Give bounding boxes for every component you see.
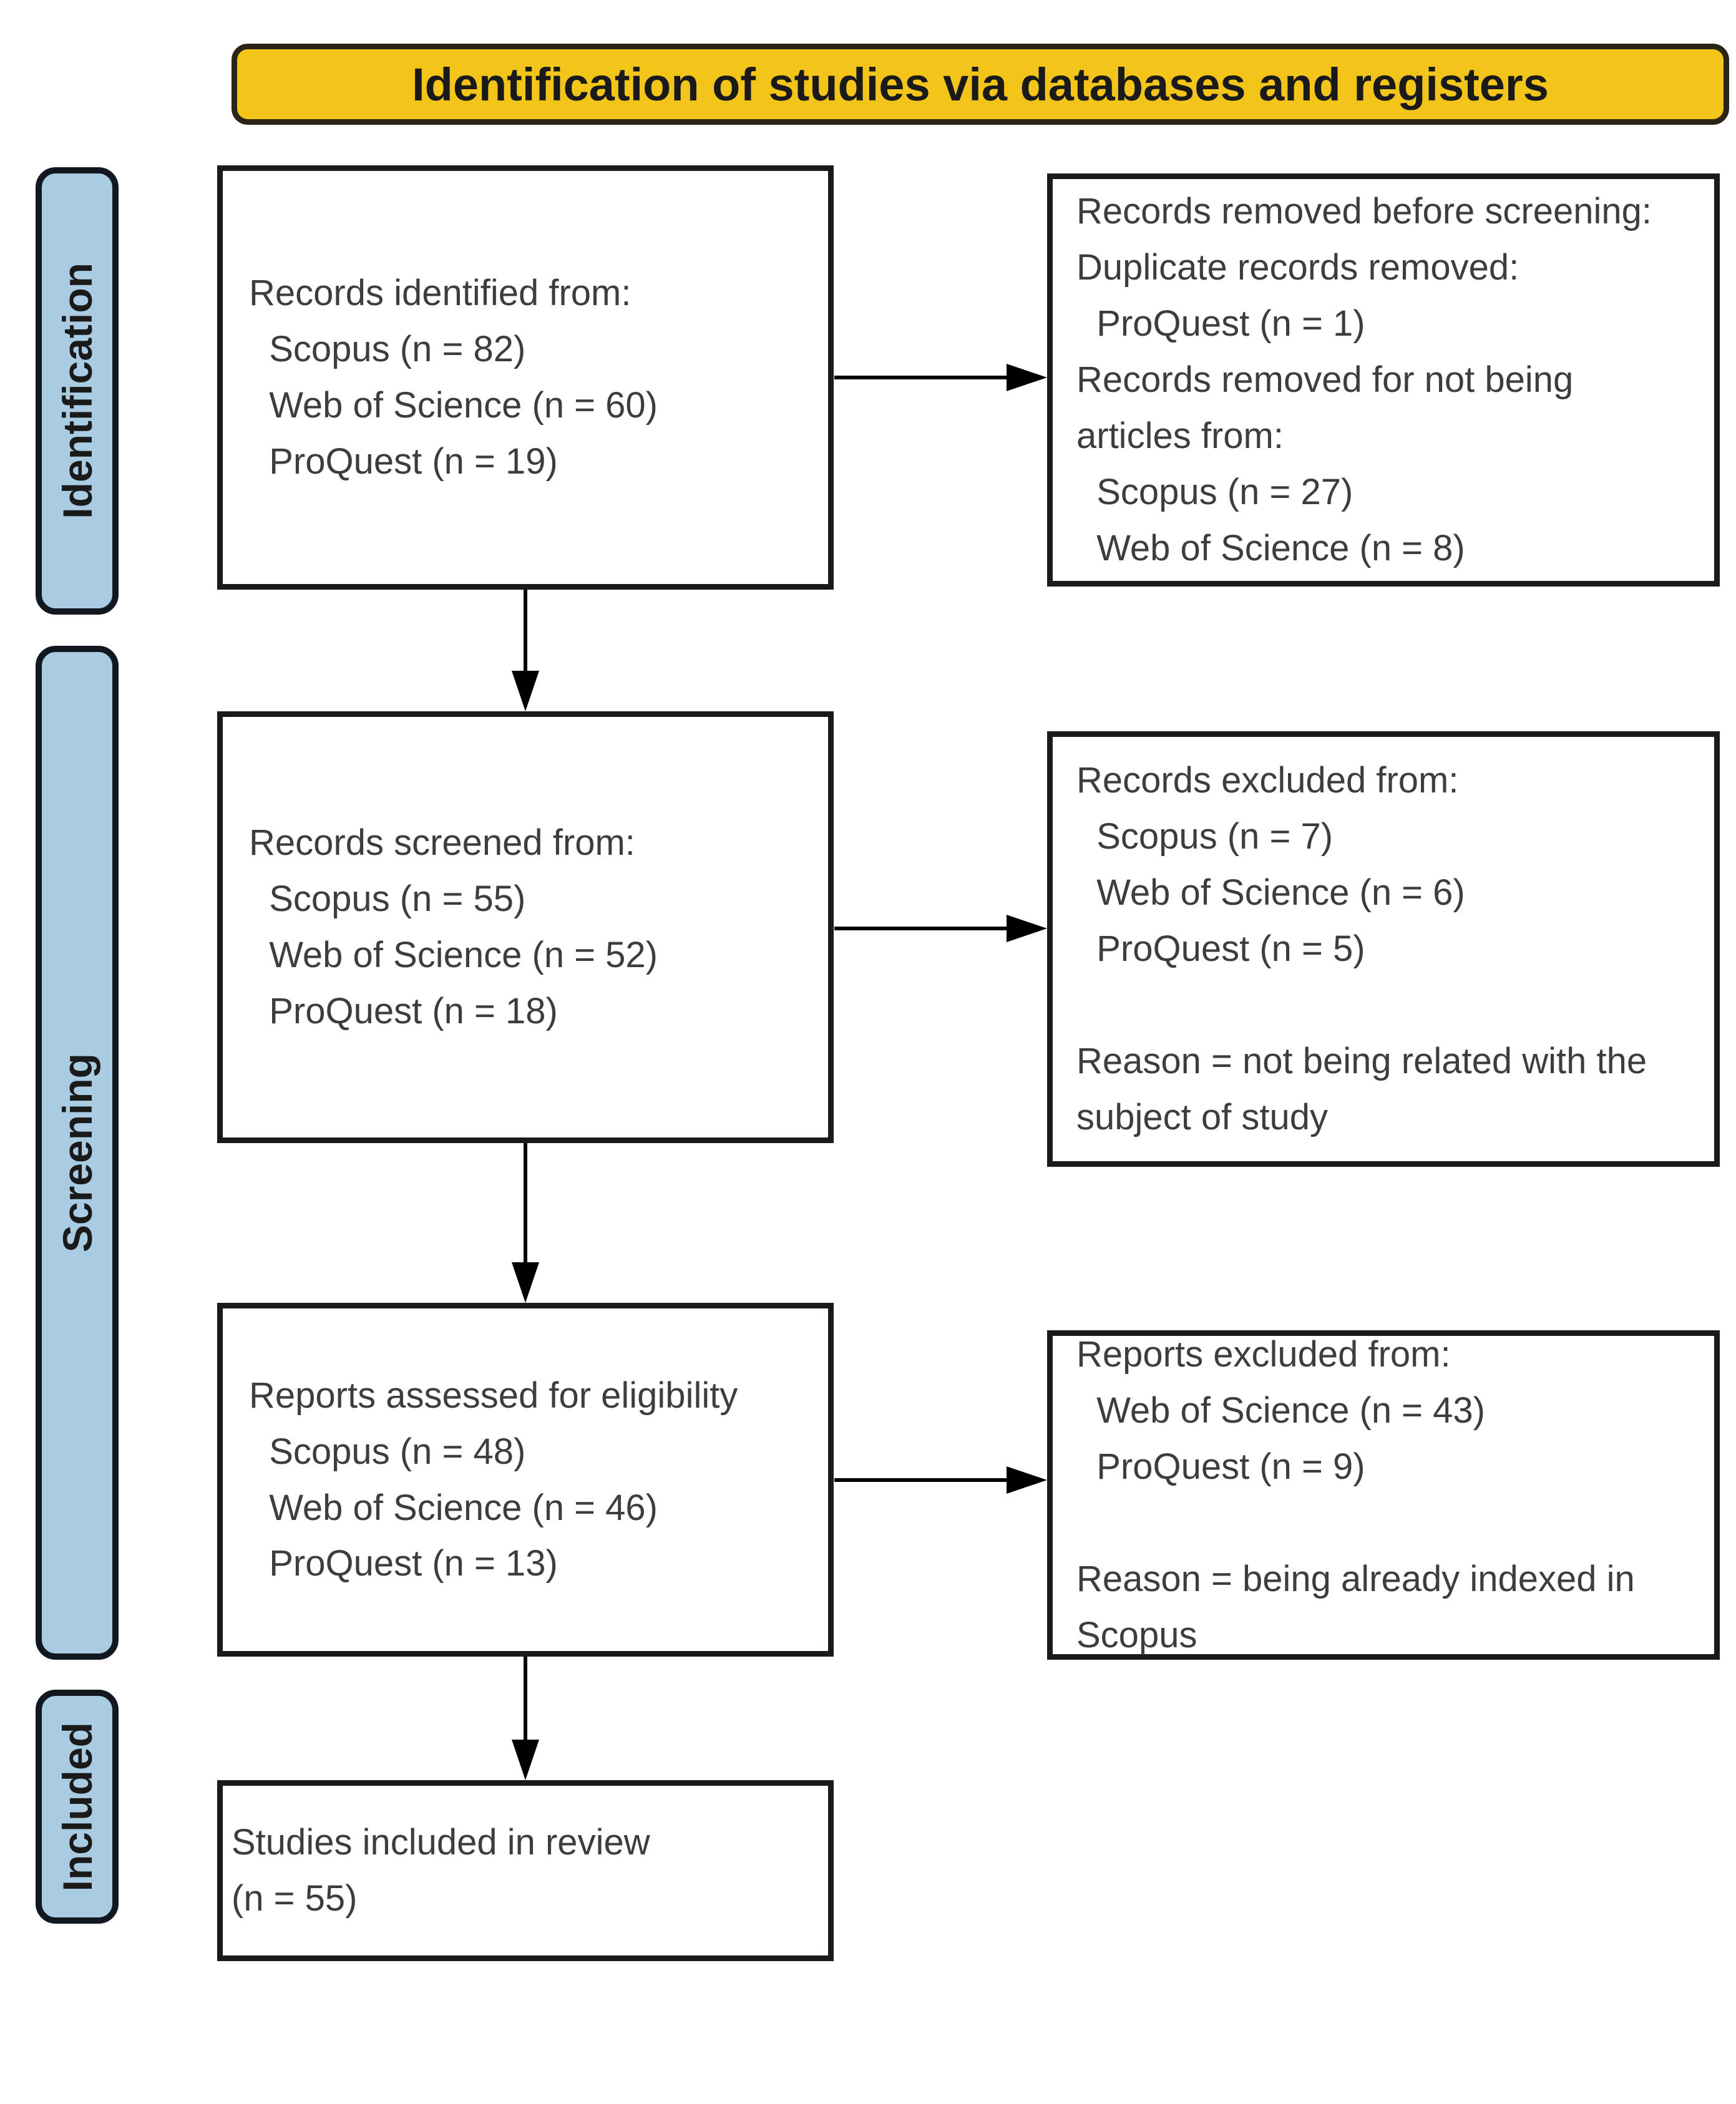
stage-label-identification: Identification bbox=[36, 167, 119, 615]
arrow-identified-to-screened-icon bbox=[524, 590, 527, 671]
arrow-screened-to-excluded-icon bbox=[834, 927, 1007, 930]
reports-assessed-box: Reports assessed for eligibility Scopus … bbox=[217, 1303, 834, 1657]
reports-assessed-text: Reports assessed for eligibility Scopus … bbox=[249, 1375, 738, 1584]
arrow-assessed-to-reports-excluded-icon bbox=[834, 1478, 1007, 1482]
records-removed-text: Records removed before screening: Duplic… bbox=[1076, 191, 1652, 568]
stage-label-included: Included bbox=[36, 1690, 119, 1924]
studies-included-text: Studies included in review (n = 55) bbox=[232, 1822, 650, 1919]
arrow-assessed-to-included-icon bbox=[524, 1657, 527, 1740]
records-identified-text: Records identified from: Scopus (n = 82)… bbox=[249, 273, 658, 482]
records-excluded-text: Records excluded from: Scopus (n = 7) We… bbox=[1076, 760, 1647, 1137]
records-removed-box: Records removed before screening: Duplic… bbox=[1047, 173, 1720, 587]
records-screened-text: Records screened from: Scopus (n = 55) W… bbox=[249, 822, 658, 1031]
arrow-screened-to-assessed-icon bbox=[524, 1143, 527, 1262]
records-excluded-box: Records excluded from: Scopus (n = 7) We… bbox=[1047, 731, 1720, 1167]
stage-label-identification-text: Identification bbox=[54, 263, 100, 519]
records-screened-box: Records screened from: Scopus (n = 55) W… bbox=[217, 711, 834, 1143]
flow-title-banner: Identification of studies via databases … bbox=[232, 44, 1729, 125]
reports-excluded-box: Reports excluded from: Web of Science (n… bbox=[1047, 1330, 1720, 1660]
stage-label-included-text: Included bbox=[54, 1722, 100, 1892]
stage-label-screening-text: Screening bbox=[54, 1053, 100, 1253]
arrow-identified-to-removed-icon bbox=[834, 376, 1007, 379]
studies-included-box: Studies included in review (n = 55) bbox=[217, 1780, 834, 1961]
flow-title: Identification of studies via databases … bbox=[412, 58, 1549, 110]
stage-label-screening: Screening bbox=[36, 646, 119, 1660]
records-identified-box: Records identified from: Scopus (n = 82)… bbox=[217, 165, 834, 590]
reports-excluded-text: Reports excluded from: Web of Science (n… bbox=[1076, 1334, 1635, 1655]
